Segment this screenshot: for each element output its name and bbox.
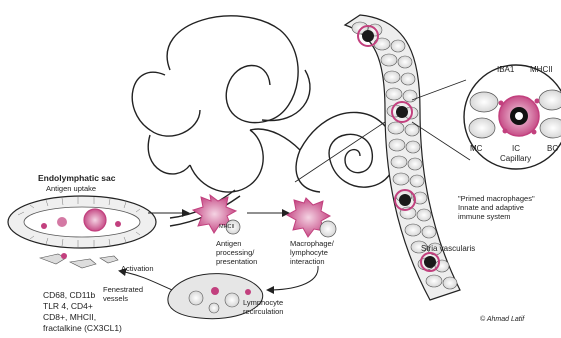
primed-macrophages-line2: Innate and adaptive <box>458 203 524 212</box>
cochlea-pointer-line <box>295 120 388 182</box>
antigen-processing-line3: presentation <box>216 257 257 266</box>
mhcii-small-label: MHCII <box>219 224 235 230</box>
marker-line-1: CD68, CD11b <box>43 290 96 300</box>
macrophage-lymphocyte-line2: lymphocyte <box>290 248 328 257</box>
antigen-uptake-label: Antigen uptake <box>46 184 96 193</box>
endolymphatic-sac <box>8 196 156 268</box>
primed-macrophages-line1: "Primed macrophages" <box>458 194 535 203</box>
stria-vascularis-label: Stria vascularis <box>421 244 475 253</box>
activation-label: Activation <box>121 264 154 273</box>
antigen-processing-line2: processing/ <box>216 248 255 257</box>
macrophage-lymphocyte-line3: interaction <box>290 257 325 266</box>
capillary-label: Capillary <box>500 154 531 163</box>
marker-line-3: CD8+, MHCII, <box>43 312 96 322</box>
lymphocyte-recirculation-line2: recirculation <box>243 307 283 316</box>
arrow-interaction-to-recirculation <box>268 266 318 290</box>
macrophage-lymphocyte-cell <box>287 198 336 237</box>
stria-vascularis-band <box>345 15 460 300</box>
macrophage-lymphocyte-line1: Macrophage/ <box>290 239 335 248</box>
labyrinth-outline <box>132 16 395 226</box>
lymphocyte-recirculation-line1: Lymphocyte <box>243 298 283 307</box>
antigen-processing-line1: Antigen <box>216 239 241 248</box>
marker-line-4: fractalkine (CX3CL1) <box>43 323 122 333</box>
fenestrated-line2: vessels <box>103 294 128 303</box>
endolymphatic-sac-title: Endolymphatic sac <box>38 173 116 183</box>
inset-detail: IBA1 MHCII MC IC BC Capillary <box>412 65 561 169</box>
mhcii-inset-label: MHCII <box>530 65 553 74</box>
ic-label: IC <box>512 144 520 153</box>
iba1-label: IBA1 <box>497 65 515 74</box>
bc-label: BC <box>547 144 558 153</box>
fenestrated-line1: Fenestrated <box>103 285 143 294</box>
artist-signature: © Ahmad Latif <box>480 315 525 323</box>
mc-label: MC <box>470 144 483 153</box>
primed-macrophages-line3: immune system <box>458 212 511 221</box>
marker-line-2: TLR 4, CD4+ <box>43 301 93 311</box>
